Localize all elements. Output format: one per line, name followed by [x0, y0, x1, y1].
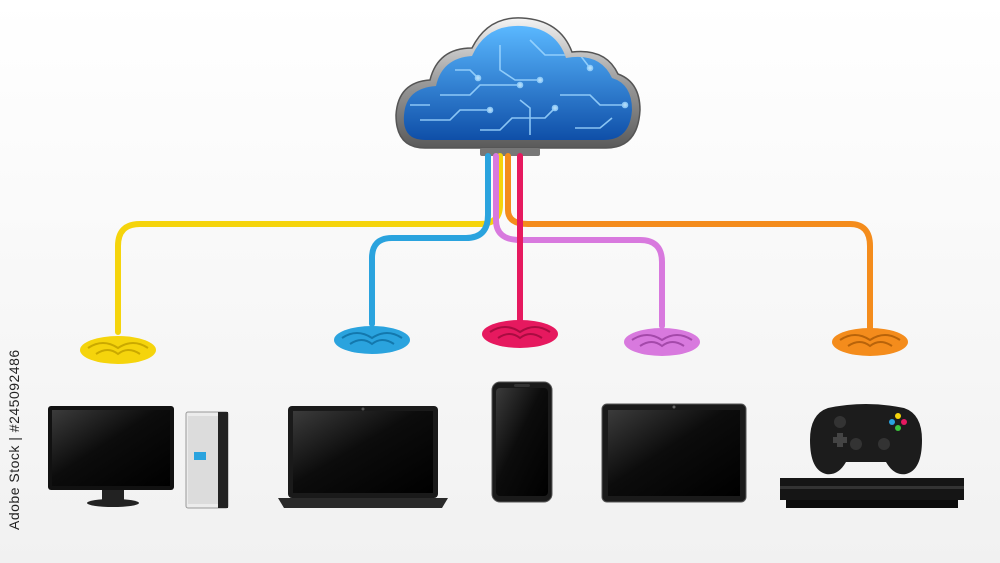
devices — [48, 381, 964, 509]
cables — [115, 153, 873, 335]
circuit-pattern — [410, 39, 629, 135]
orange-connector — [832, 328, 908, 356]
pc-tower — [185, 411, 229, 509]
violet-cable — [493, 153, 665, 329]
blue-cable — [369, 153, 491, 327]
laptop — [278, 406, 448, 508]
tablet — [601, 403, 747, 503]
red-connector — [482, 320, 558, 348]
game-console — [780, 478, 964, 508]
yellow-connector — [80, 336, 156, 364]
cloud-icon — [395, 17, 641, 156]
stock-id-caption: Adobe Stock | #245092486 — [6, 349, 22, 530]
blue-connector — [334, 326, 410, 354]
smartphone — [491, 381, 553, 503]
violet-connector — [624, 328, 700, 356]
desktop-monitor — [48, 406, 174, 507]
orange-cable — [505, 153, 873, 331]
cable-connectors — [80, 320, 908, 364]
gamepad — [810, 404, 922, 475]
